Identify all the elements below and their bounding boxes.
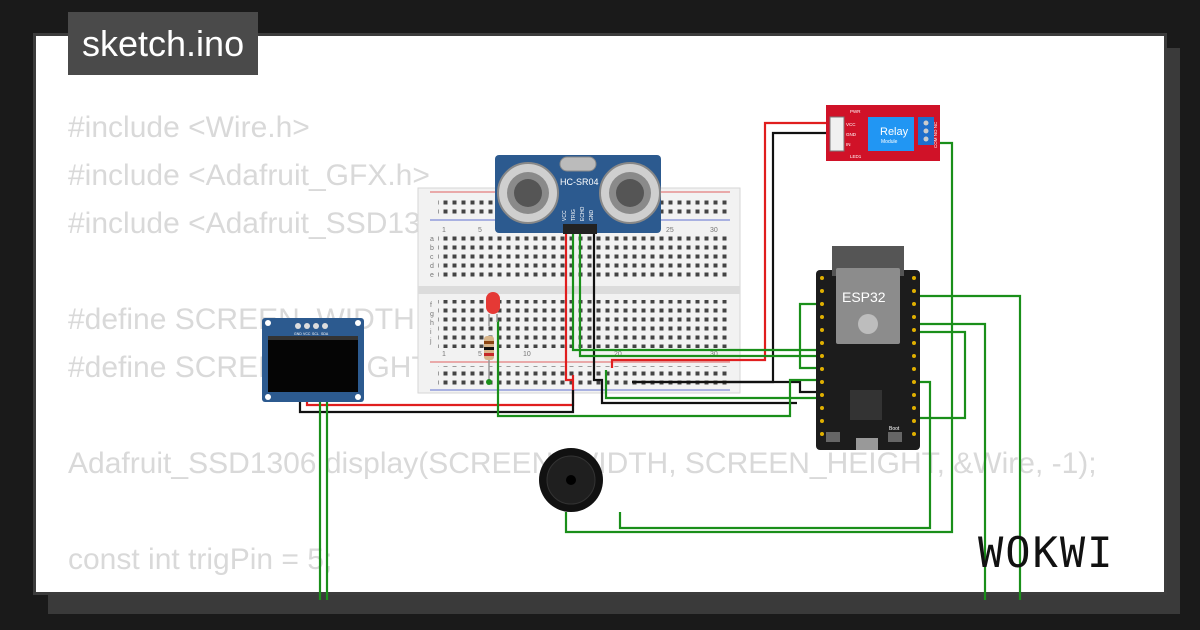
wokwi-logo: WOKWI bbox=[978, 528, 1115, 577]
wire-red-sensor bbox=[564, 230, 573, 382]
sensor-pin-echo: ECHO bbox=[580, 206, 586, 221]
sensor-pin-trig: TRIG bbox=[571, 209, 577, 221]
bb-row-c: c bbox=[430, 254, 434, 261]
wire-green-bb bbox=[604, 370, 820, 400]
bb-col-5-bottom: 5 bbox=[478, 351, 482, 358]
esp32-label: ESP32 bbox=[842, 289, 886, 305]
bb-row-f: f bbox=[430, 302, 432, 309]
relay-pwr: PWR bbox=[850, 109, 861, 114]
wire-green-led bbox=[496, 320, 820, 418]
bb-col-1: 1 bbox=[442, 227, 446, 234]
relay-sub: Module bbox=[881, 139, 898, 145]
wire-green-esp-left bbox=[798, 302, 820, 370]
code-line: Adafruit_SSD1306 display(SCREEN_WIDTH, S… bbox=[68, 447, 1097, 480]
sensor-pin-vcc: VCC bbox=[562, 210, 568, 221]
bb-row-i: i bbox=[430, 329, 432, 336]
oled-pin-vcc: VCC bbox=[303, 332, 311, 336]
wire-green-right2 bbox=[912, 322, 987, 600]
code-line: #include <Wire.h> bbox=[68, 111, 310, 144]
code-line: #include <Adafruit_GFX.h> bbox=[68, 159, 430, 192]
esp32-board: ESP32 Boot bbox=[816, 246, 920, 450]
bb-col-25: 25 bbox=[666, 227, 674, 234]
bb-row-b: b bbox=[430, 245, 434, 252]
oled-pin-sda: SDA bbox=[321, 332, 329, 336]
ultrasonic-sensor: HC-SR04 VCC TRIG ECHO GND bbox=[495, 155, 661, 234]
relay-led: LED1 bbox=[850, 154, 862, 159]
bb-col-20-bottom: 20 bbox=[614, 351, 622, 358]
wire-green-echo bbox=[578, 230, 820, 358]
wire-black-esp bbox=[632, 380, 820, 394]
bb-col-10-bottom: 10 bbox=[523, 351, 531, 358]
sensor-pin-gnd: GND bbox=[589, 210, 595, 222]
led bbox=[486, 292, 500, 326]
bb-row-a: a bbox=[430, 236, 434, 243]
relay-label: Relay bbox=[880, 126, 909, 138]
relay-module: Relay Module VCC GND IN PWR LED1 COM NO … bbox=[826, 105, 940, 161]
bb-col-1-bottom: 1 bbox=[442, 351, 446, 358]
relay-side: COM NO NC bbox=[933, 121, 938, 148]
sensor-label: HC-SR04 bbox=[560, 177, 599, 187]
relay-pin-vcc: VCC bbox=[846, 122, 856, 127]
bb-col-30: 30 bbox=[710, 227, 718, 234]
bb-row-g: g bbox=[430, 311, 434, 318]
buzzer bbox=[539, 448, 603, 512]
bb-row-d: d bbox=[430, 263, 434, 270]
wire-red-relay bbox=[610, 121, 830, 368]
file-tab[interactable]: sketch.ino bbox=[68, 12, 259, 75]
resistor bbox=[484, 336, 494, 385]
wire-green-trig bbox=[571, 230, 820, 352]
oled-pin-gnd: GND bbox=[294, 332, 302, 336]
wire-green-buzzer bbox=[618, 380, 932, 530]
bb-col-5: 5 bbox=[478, 227, 482, 234]
bb-row-e: e bbox=[430, 272, 434, 279]
wire-black-sensor bbox=[592, 230, 797, 405]
bb-col-30-bottom: 30 bbox=[710, 351, 718, 358]
wire-green-right1 bbox=[912, 294, 1022, 600]
code-line: const int echoPin = 18; bbox=[68, 584, 1097, 592]
bb-row-h: h bbox=[430, 320, 434, 327]
esp32-boot: Boot bbox=[889, 426, 900, 432]
oled-display: GND VCC SCL SDA bbox=[262, 318, 364, 402]
oled-pin-scl: SCL bbox=[312, 332, 319, 336]
wire-green-right3 bbox=[912, 330, 967, 420]
relay-pin-in: IN bbox=[846, 142, 851, 147]
relay-pin-gnd: GND bbox=[846, 132, 857, 137]
bb-row-j: j bbox=[429, 338, 432, 345]
